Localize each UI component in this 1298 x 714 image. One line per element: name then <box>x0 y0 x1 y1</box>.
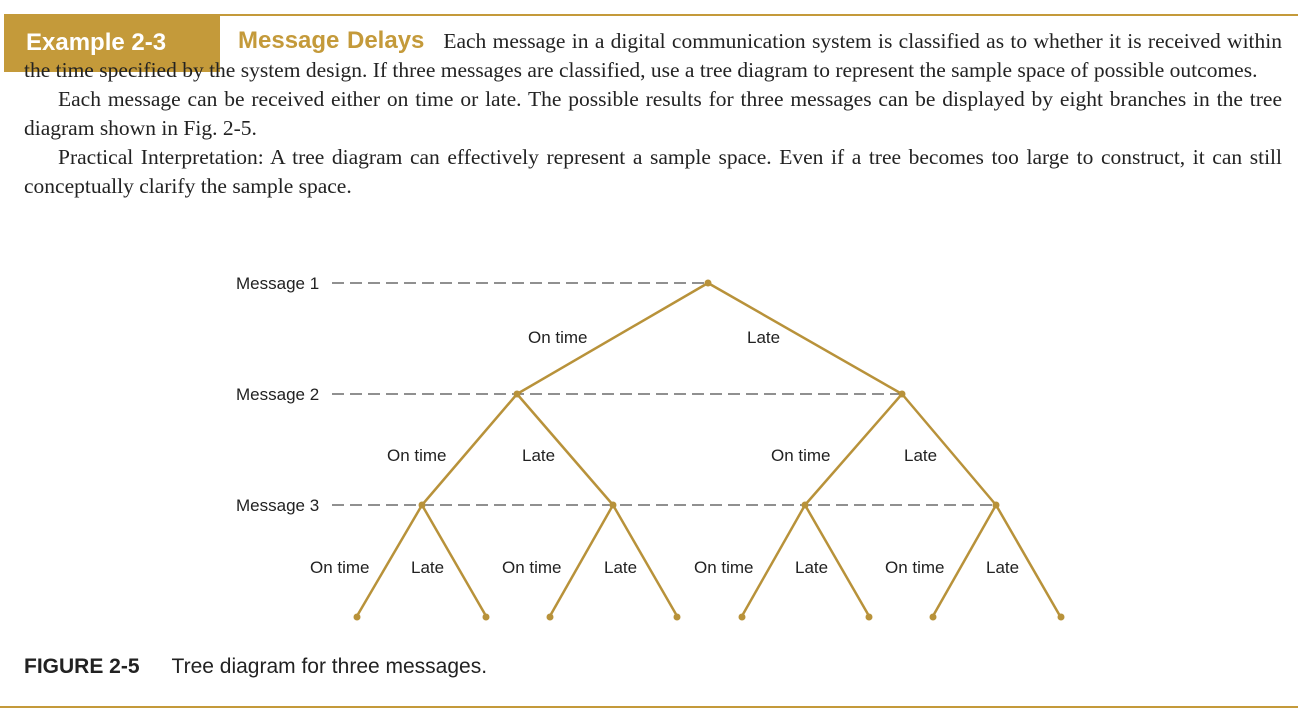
paragraph-1: Message Delays Each message in a digital… <box>0 26 1282 85</box>
label-m3b-on-time: On time <box>502 558 562 577</box>
branch-m3b-on-time <box>548 504 615 617</box>
leaf-2 <box>482 613 490 621</box>
example-body: Message Delays Each message in a digital… <box>24 26 1282 201</box>
level-2-label: Message 2 <box>236 385 319 404</box>
tree-branches <box>355 281 1062 617</box>
branch-m3d-on-time <box>931 504 998 617</box>
label-m3d-late: Late <box>986 558 1019 577</box>
label-m2b-late: Late <box>904 446 937 465</box>
paragraph-3: Practical Interpretation: A tree diagram… <box>24 145 1282 198</box>
leaf-7 <box>929 613 937 621</box>
label-m2a-on-time: On time <box>387 446 447 465</box>
branch-m3d-late <box>994 504 1062 617</box>
node-m2a <box>513 390 521 398</box>
level-3-label: Message 3 <box>236 496 319 515</box>
branch-m1-on-time <box>516 281 709 396</box>
leaf-4 <box>673 613 681 621</box>
branch-m3a-late <box>420 504 488 617</box>
node-m2b <box>898 390 906 398</box>
level-1-label: Message 1 <box>236 274 319 293</box>
figure-caption-text: Tree diagram for three messages. <box>171 655 488 678</box>
paragraph-2: Each message can be received either on t… <box>24 87 1282 140</box>
label-m3d-on-time: On time <box>885 558 945 577</box>
branch-m2a-on-time <box>421 393 518 506</box>
leaf-1 <box>353 613 361 621</box>
branch-m1-late <box>707 281 903 396</box>
leaf-8 <box>1057 613 1065 621</box>
label-m2a-late: Late <box>522 446 555 465</box>
label-m3c-on-time: On time <box>694 558 754 577</box>
branch-m3b-late <box>611 504 679 617</box>
paragraph-1-text: Each message in a digital communication … <box>24 29 1282 82</box>
branch-m2b-on-time <box>804 393 903 506</box>
bottom-divider <box>0 706 1298 708</box>
example-label: Example 2-3 <box>4 14 220 72</box>
label-m3a-on-time: On time <box>310 558 370 577</box>
node-m3c <box>801 501 809 509</box>
node-root <box>704 279 712 287</box>
example-title: Message Delays <box>238 27 425 54</box>
node-m3a <box>418 501 426 509</box>
top-divider <box>218 14 1298 16</box>
label-m1-on-time: On time <box>528 328 588 347</box>
node-m3d <box>992 501 1000 509</box>
node-m3b <box>609 501 617 509</box>
label-m3c-late: Late <box>795 558 828 577</box>
branch-m3c-on-time <box>740 504 807 617</box>
leaf-3 <box>546 613 554 621</box>
leaf-5 <box>738 613 746 621</box>
label-m3a-late: Late <box>411 558 444 577</box>
tree-nodes <box>353 279 1065 621</box>
label-m3b-late: Late <box>604 558 637 577</box>
label-m2b-on-time: On time <box>771 446 831 465</box>
branch-m2a-late <box>516 393 614 506</box>
figure-caption: FIGURE 2-5 Tree diagram for three message… <box>24 655 487 679</box>
branch-m3a-on-time <box>355 504 424 617</box>
figure-number: FIGURE 2-5 <box>24 655 140 678</box>
label-m1-late: Late <box>747 328 780 347</box>
leaf-6 <box>865 613 873 621</box>
branch-m3c-late <box>803 504 871 617</box>
branch-m2b-late <box>901 393 997 506</box>
